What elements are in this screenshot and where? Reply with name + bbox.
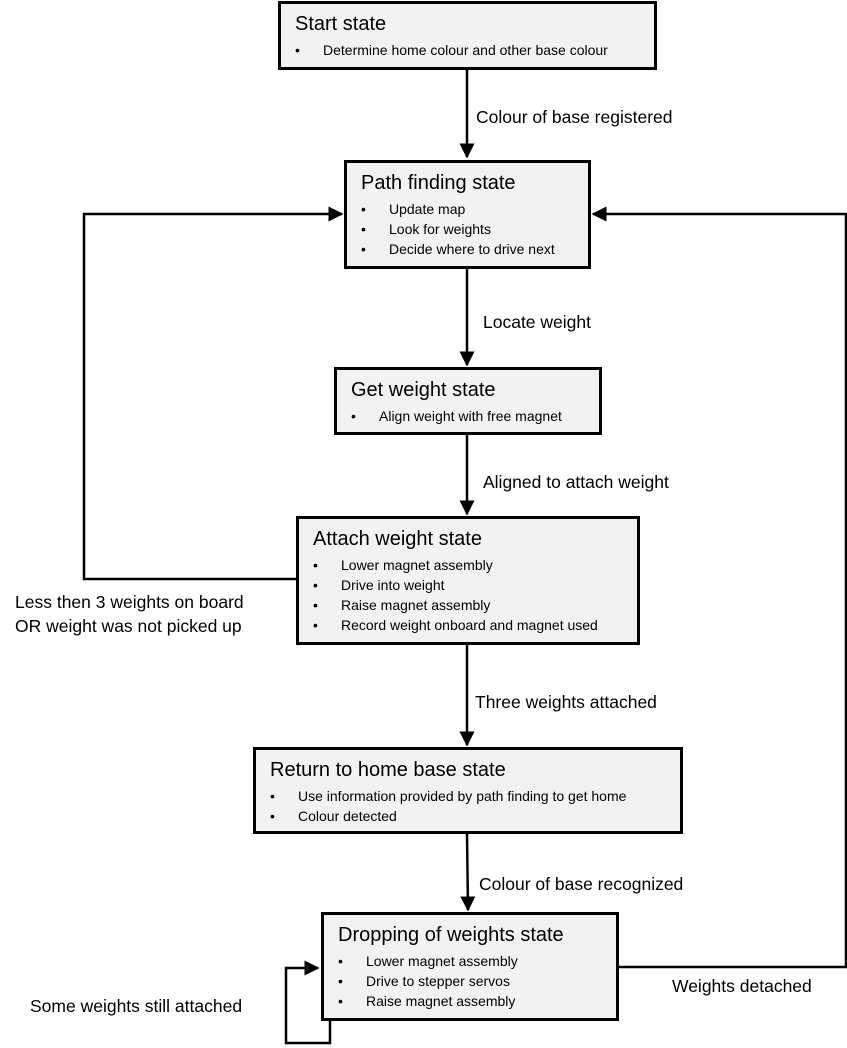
label-aligned: Aligned to attach weight (483, 472, 669, 492)
label-weights-detached: Weights detached (672, 976, 812, 996)
state-title: Path finding state (361, 172, 516, 194)
label-three-attached: Three weights attached (475, 692, 657, 712)
action-item: Record weight onboard and magnet used (313, 615, 637, 635)
state-title: Get weight state (351, 379, 496, 401)
state-title: Attach weight state (313, 528, 482, 550)
arrow-return-to-drop (460, 833, 476, 912)
state-actions: Determine home colour and other base col… (295, 40, 654, 60)
attach-weight-state-box: Attach weight state Lower magnet assembl… (296, 516, 640, 645)
state-actions: Lower magnet assembly Drive to stepper s… (338, 951, 616, 1011)
action-item: Update map (361, 199, 588, 219)
label-less-than-3-line2: OR weight was not picked up (15, 616, 242, 636)
start-state-box: Start state Determine home colour and ot… (278, 1, 657, 70)
action-item: Drive to stepper servos (338, 971, 616, 991)
dropping-weights-state-box: Dropping of weights state Lower magnet a… (321, 912, 619, 1021)
action-item: Look for weights (361, 219, 588, 239)
label-less-than-3-line1: Less then 3 weights on board (15, 592, 244, 612)
action-item: Determine home colour and other base col… (295, 40, 654, 60)
action-item: Raise magnet assembly (338, 991, 616, 1011)
label-some-still-attached: Some weights still attached (30, 996, 243, 1016)
get-weight-state-box: Get weight state Align weight with free … (334, 367, 602, 435)
loop-drop-to-self (284, 960, 332, 1045)
action-item: Lower magnet assembly (313, 555, 637, 575)
state-actions: Align weight with free magnet (351, 406, 599, 426)
state-title: Return to home base state (270, 759, 506, 781)
action-item: Align weight with free magnet (351, 406, 599, 426)
state-actions: Lower magnet assembly Drive into weight … (313, 555, 637, 635)
return-home-state-box: Return to home base state Use informatio… (253, 747, 683, 834)
loop-attach-to-path (82, 206, 344, 581)
action-item: Drive into weight (313, 575, 637, 595)
action-item: Use information provided by path finding… (270, 786, 680, 806)
action-item: Raise magnet assembly (313, 595, 637, 615)
label-colour-recognized: Colour of base recognized (479, 874, 684, 894)
path-finding-state-box: Path finding state Update map Look for w… (344, 160, 591, 269)
loop-drop-to-path (591, 206, 847, 969)
action-item: Decide where to drive next (361, 239, 588, 259)
label-locate-weight: Locate weight (483, 312, 591, 332)
state-title: Dropping of weights state (338, 924, 564, 946)
state-title: Start state (295, 13, 387, 35)
label-colour-registered: Colour of base registered (476, 107, 673, 127)
action-item: Lower magnet assembly (338, 951, 616, 971)
state-actions: Use information provided by path finding… (270, 786, 680, 826)
action-item: Colour detected (270, 806, 680, 826)
state-actions: Update map Look for weights Decide where… (361, 199, 588, 259)
